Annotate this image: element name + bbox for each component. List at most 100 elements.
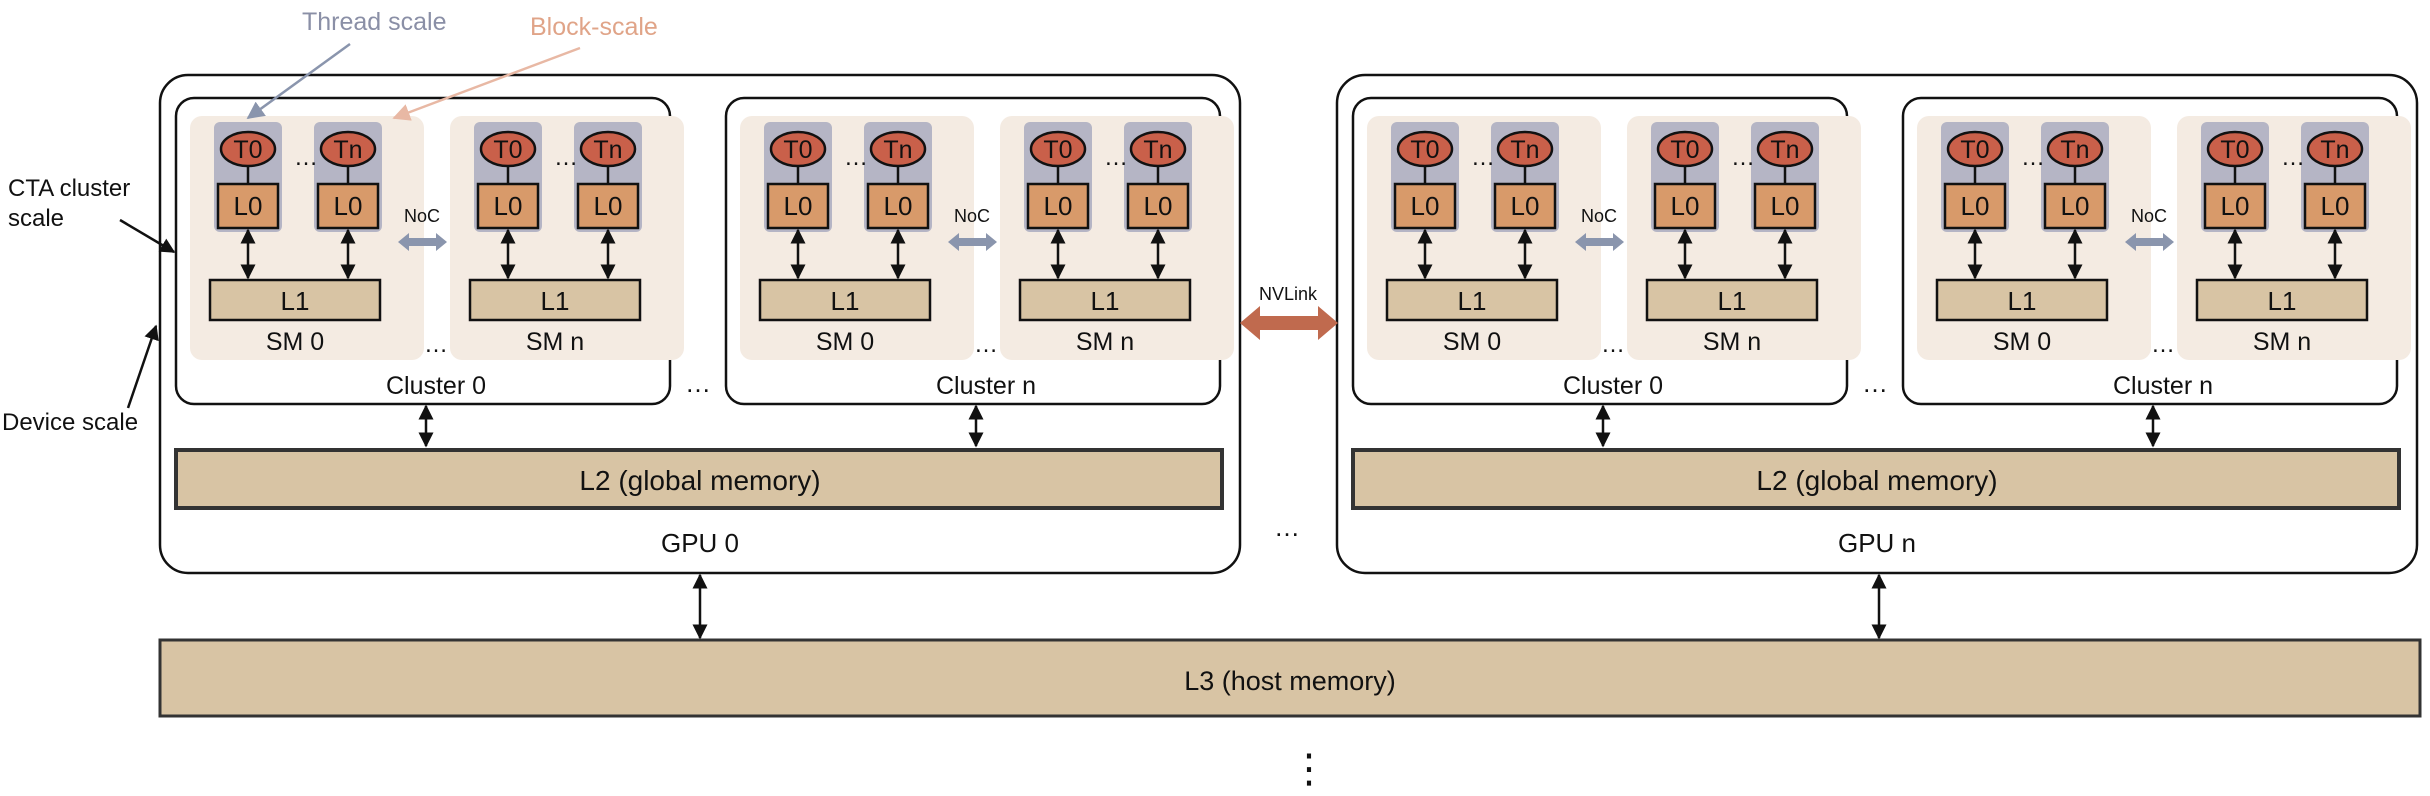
thread-label-t0: T0 [2220, 136, 2249, 164]
thread-label-tn: Tn [2320, 136, 2349, 164]
l0-label-tn: L0 [2321, 191, 2350, 221]
host-memory-box [158, 638, 2422, 718]
l0-label-tn: L0 [1144, 191, 1173, 221]
l0-cache-t0 [1026, 182, 1090, 230]
l0-label-t0: L0 [1044, 191, 1073, 221]
l1-label: L1 [1091, 286, 1120, 316]
l1-label: L1 [541, 286, 570, 316]
sm-label: SM n [526, 328, 584, 356]
l0-label-t0: L0 [1411, 191, 1440, 221]
l2-global-memory [174, 448, 1224, 510]
threads-ellipsis: … [2281, 144, 2305, 171]
cta-cluster-scale-label-line2: scale [8, 205, 64, 232]
sm-label: SM 0 [266, 328, 324, 356]
threads-ellipsis: … [294, 144, 318, 171]
block-scale-arrow [392, 46, 581, 121]
threads-ellipsis: … [1471, 144, 1495, 171]
l2-global-memory [1351, 448, 2401, 510]
sms-ellipsis: … [974, 331, 998, 358]
sm-label: SM 0 [1993, 328, 2051, 356]
noc-arrow [398, 233, 447, 251]
sms-ellipsis: … [1601, 331, 1625, 358]
host-memory-label: L3 (host memory) [1184, 666, 1396, 696]
l2-label: L2 (global memory) [1756, 465, 1997, 496]
l0-cache-tn [1126, 182, 1190, 230]
clusters-ellipsis: … [685, 368, 711, 398]
noc-label: NoC [1581, 206, 1617, 226]
l0-label-tn: L0 [594, 191, 623, 221]
thread-label-tn: Tn [1770, 136, 1799, 164]
sm-label: SM 0 [816, 328, 874, 356]
l1-cache [1018, 278, 1192, 322]
l1-cache [468, 278, 642, 322]
l0-cache-tn [316, 182, 380, 230]
cluster-label: Cluster 0 [386, 372, 486, 400]
thread-label-tn: Tn [333, 136, 362, 164]
more-hosts-ellipsis: ⋮ [1289, 747, 1329, 791]
threads-ellipsis: … [2021, 144, 2045, 171]
cluster-label: Cluster n [2113, 372, 2213, 400]
l1-label: L1 [281, 286, 310, 316]
noc-label: NoC [954, 206, 990, 226]
l1-label: L1 [1458, 286, 1487, 316]
l0-cache-tn [1493, 182, 1557, 230]
l0-label-t0: L0 [234, 191, 263, 221]
sm-label: SM n [1076, 328, 1134, 356]
thread-scale-label: Thread scale [302, 8, 447, 36]
thread-label-t0: T0 [493, 136, 522, 164]
sm-label: SM 0 [1443, 328, 1501, 356]
cluster-label: Cluster n [936, 372, 1036, 400]
cluster-label: Cluster 0 [1563, 372, 1663, 400]
thread-label-tn: Tn [883, 136, 912, 164]
l0-label-tn: L0 [1771, 191, 1800, 221]
l0-cache-tn [1753, 182, 1817, 230]
thread-label-t0: T0 [1670, 136, 1699, 164]
sm-label: SM n [1703, 328, 1761, 356]
l1-label: L1 [2268, 286, 2297, 316]
nvlink-arrow [1240, 306, 1338, 340]
l0-cache-tn [576, 182, 640, 230]
l0-label-tn: L0 [2061, 191, 2090, 221]
cta-cluster-scale-label-line1: CTA cluster [8, 175, 130, 202]
block-scale-label: Block-scale [530, 13, 658, 41]
thread-label-tn: Tn [1510, 136, 1539, 164]
l2-label: L2 (global memory) [579, 465, 820, 496]
l0-cache-t0 [216, 182, 280, 230]
l1-cache [208, 278, 382, 322]
l0-cache-tn [866, 182, 930, 230]
device-scale-arrow [126, 324, 159, 409]
thread-label-tn: Tn [593, 136, 622, 164]
l1-cache [1385, 278, 1559, 322]
l0-cache-t0 [1393, 182, 1457, 230]
noc-label: NoC [404, 206, 440, 226]
l0-cache-t0 [476, 182, 540, 230]
l0-cache-t0 [766, 182, 830, 230]
l0-cache-tn [2303, 182, 2367, 230]
thread-label-t0: T0 [783, 136, 812, 164]
l0-label-tn: L0 [1511, 191, 1540, 221]
thread-label-t0: T0 [1410, 136, 1439, 164]
l1-label: L1 [831, 286, 860, 316]
nvlink: NVLink [1240, 284, 1338, 340]
thread-label-tn: Tn [2060, 136, 2089, 164]
l1-cache [1935, 278, 2109, 322]
l0-label-tn: L0 [884, 191, 913, 221]
thread-scale-arrow [246, 42, 351, 120]
l0-cache-tn [2043, 182, 2107, 230]
l1-cache [2195, 278, 2369, 322]
scale-annotations: Thread scale Block-scale CTA cluster sca… [2, 8, 658, 436]
l0-label-t0: L0 [1671, 191, 1700, 221]
thread-label-tn: Tn [1143, 136, 1172, 164]
threads-ellipsis: … [554, 144, 578, 171]
